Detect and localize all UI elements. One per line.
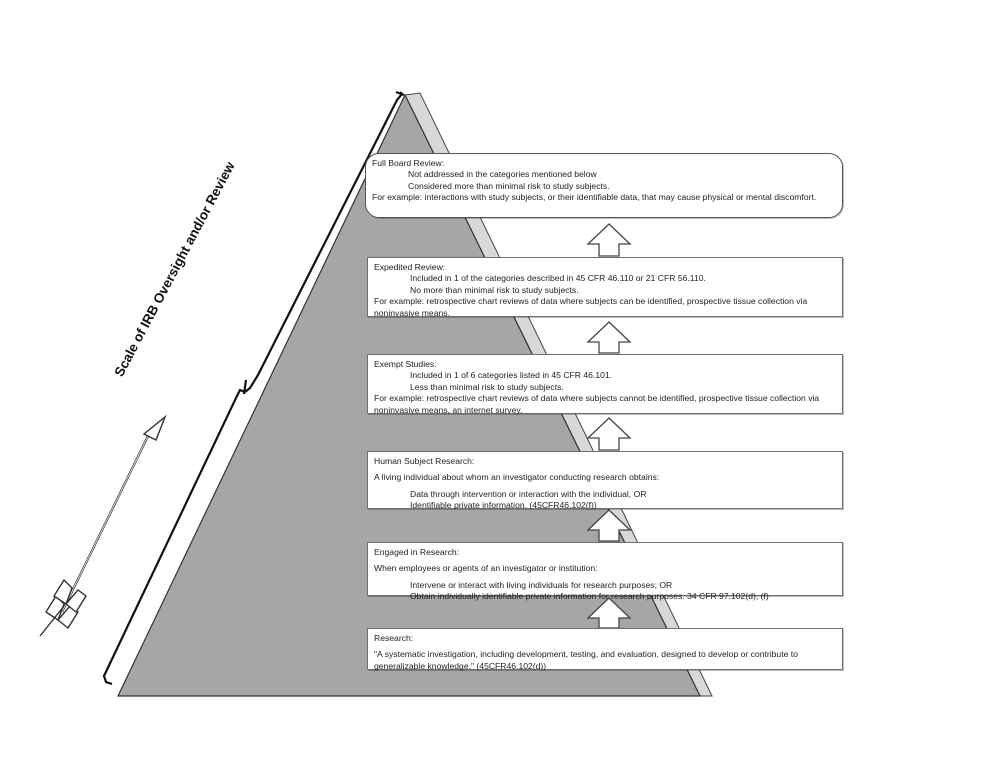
level-title: Human Subject Research: (374, 456, 475, 466)
level-title: Full Board Review: (372, 158, 445, 168)
up-arrows (586, 223, 632, 629)
example-text: For example: retrospective chart reviews… (374, 393, 820, 415)
criterion: Obtain individually identifiable private… (410, 591, 769, 602)
up-arrow-1 (586, 223, 632, 257)
level-title: Research: (374, 633, 414, 643)
exempt-studies-box: Exempt Studies: Included in 1 of 6 categ… (367, 354, 843, 415)
up-arrow-4 (586, 509, 632, 542)
criterion: Included in 1 of 6 categories listed in … (410, 370, 613, 381)
criterion: Intervene or interact with living indivi… (410, 579, 673, 590)
level-title: Engaged in Research: (374, 547, 460, 557)
intro-text: When employees or agents of an investiga… (374, 563, 598, 574)
expedited-review-box: Expedited Review: Included in 1 of the c… (367, 257, 843, 318)
example-text: For example: interactions with study sub… (372, 192, 817, 203)
scale-arrow (39, 414, 167, 637)
criterion: Data through intervention or interaction… (410, 488, 647, 499)
criterion: Included in 1 of the categories describe… (410, 273, 706, 284)
criterion: Not addressed in the categories mentione… (408, 169, 597, 180)
full-board-review-box: Full Board Review: Not addressed in the … (365, 153, 843, 218)
research-box: Research: "A systematic investigation, i… (367, 628, 843, 671)
level-title: Expedited Review: (374, 262, 446, 272)
criterion: Less than minimal risk to study subjects… (410, 381, 564, 392)
engaged-in-research-box: Engaged in Research: When employees or a… (367, 542, 843, 601)
criterion: Identifiable private information. (45CFR… (410, 500, 597, 511)
criterion: Considered more than minimal risk to stu… (408, 180, 610, 191)
intro-text: A living individual about whom an invest… (374, 472, 660, 483)
example-text: For example: retrospective chart reviews… (374, 296, 808, 318)
up-arrow-2 (586, 321, 632, 354)
scale-bracket (102, 90, 405, 686)
up-arrow-3 (586, 417, 632, 451)
human-subject-research-box: Human Subject Research: A living individ… (367, 451, 843, 511)
level-title: Exempt Studies: (374, 359, 437, 369)
definition-text: "A systematic investigation, including d… (374, 649, 798, 671)
criterion: No more than minimal risk to study subje… (410, 284, 579, 295)
